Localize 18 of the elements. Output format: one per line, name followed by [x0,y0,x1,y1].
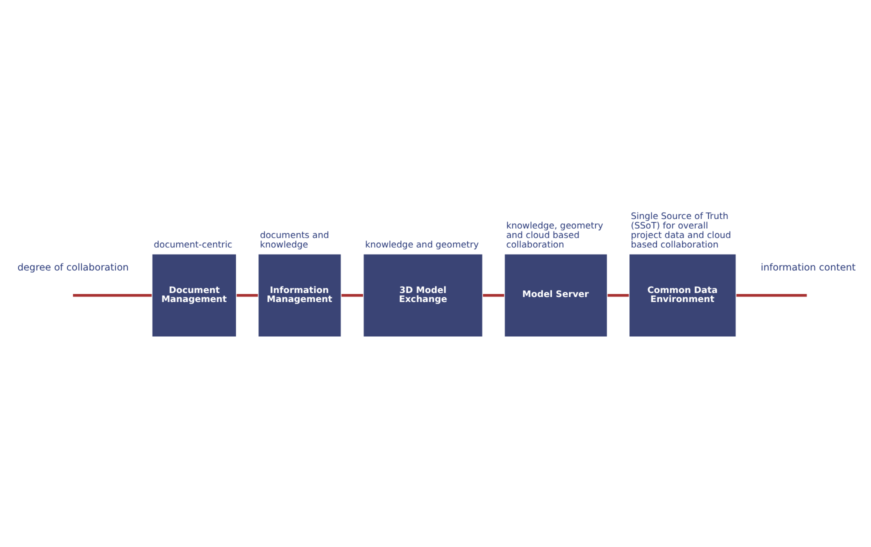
connector [607,294,628,297]
node-box: Common Data Environment [629,254,736,337]
node-label: document-centric [153,240,232,251]
node-label: Single Source of Truth (SSoT) for overall project data and cloud based collaboration [630,212,731,251]
node-label: knowledge and geometry [364,240,478,251]
connector [482,294,504,297]
connector [236,294,258,297]
node-box: Model Server [504,254,606,337]
node-label: knowledge, geometry and cloud based collaboration [506,222,603,251]
node-box: 3D Model Exchange [363,254,482,337]
node-label: documents and knowledge [259,231,328,251]
connector [736,294,806,297]
node-box: Document Management [152,254,236,337]
label: information content [760,262,856,274]
connector [72,294,152,297]
label: degree of collaboration [16,262,128,274]
connector [340,294,363,297]
node-box: Information Management [258,254,340,337]
